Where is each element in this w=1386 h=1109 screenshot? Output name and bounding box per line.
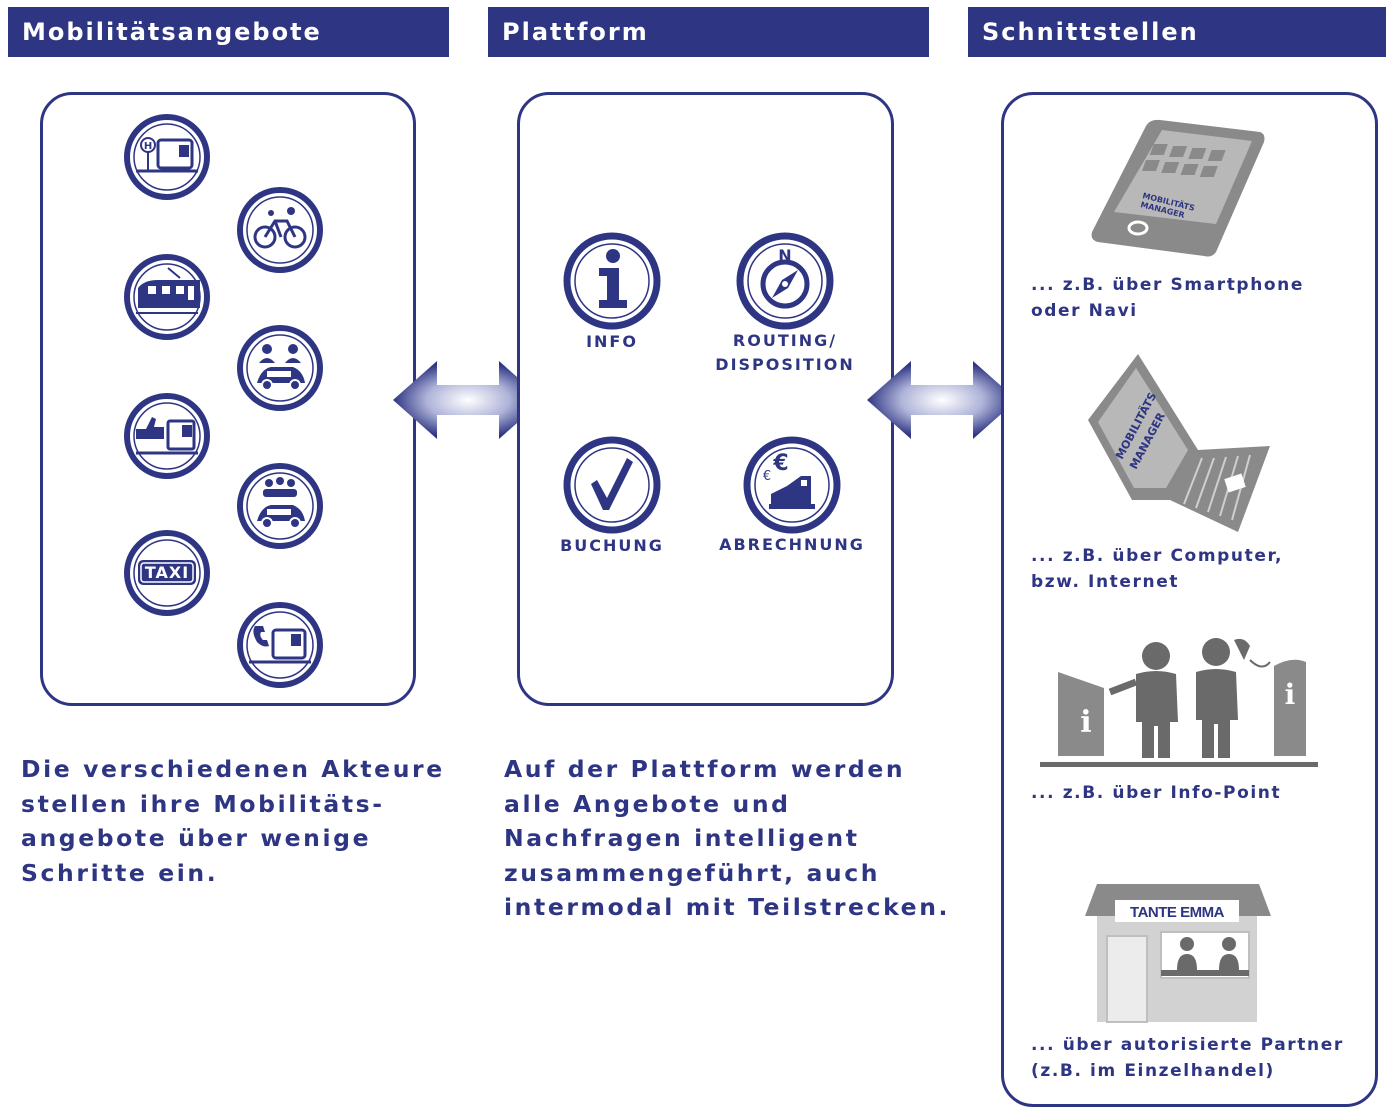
booking-label: BUCHUNG	[560, 536, 664, 555]
shop-icon: TANTE EMMA	[1085, 884, 1271, 1023]
svg-text:€: €	[772, 451, 788, 476]
billing-label: ABRECHNUNG	[719, 535, 865, 554]
header-interfaces: Schnittstellen	[968, 7, 1386, 57]
routing-label-line1: ROUTING/	[732, 331, 838, 350]
mobility-description-line: angebote über wenige	[21, 824, 372, 852]
svg-text:N: N	[778, 246, 791, 265]
infopoint-caption: ... z.B. über Info-Point	[1031, 780, 1366, 806]
platform-description-line: zusammengeführt, auch	[504, 858, 881, 887]
platform-description: Auf der Plattform werden alle Angebote u…	[504, 752, 974, 925]
mobility-panel	[40, 92, 416, 706]
computer-caption-line2: bzw. Internet	[1031, 572, 1180, 592]
routing-label-line2: DISPOSITION	[715, 355, 855, 374]
carpool-icon	[237, 463, 323, 549]
smartphone-caption-line1: ... z.B. über Smartphone	[1031, 275, 1305, 295]
call-bus-icon	[237, 602, 323, 688]
smartphone-icon: MOBILITÄTS MANAGER	[1091, 119, 1265, 257]
mobility-description: Die verschiedenen Akteure stellen ihre M…	[21, 752, 461, 890]
bidirectional-arrow-right	[867, 361, 1017, 439]
platform-panel	[517, 92, 894, 706]
computer-caption-line1: ... z.B. über Computer,	[1031, 546, 1284, 566]
svg-text:H: H	[144, 141, 152, 152]
mobility-description-line: Schritte ein.	[21, 858, 219, 887]
infopoint-caption-line1: ... z.B. über Info-Point	[1031, 783, 1282, 803]
mobility-description-line: Die verschiedenen Akteure	[21, 755, 445, 783]
info-icon	[563, 232, 661, 330]
info-point-icon: i i	[1040, 638, 1318, 767]
bus-stop-icon: H	[124, 114, 210, 200]
platform-description-line: Auf der Plattform werden	[504, 755, 906, 783]
shop-sign-text: TANTE EMMA	[1130, 904, 1225, 921]
platform-description-line: Nachfragen intelligent	[504, 824, 860, 852]
smartphone-caption-line2: oder Navi	[1031, 301, 1138, 321]
bidirectional-arrow-left	[393, 361, 543, 439]
ride-share-icon	[237, 325, 323, 411]
info-label: INFO	[586, 332, 638, 351]
laptop-icon: MOBILITÄTS MANAGER	[1088, 354, 1270, 532]
partner-caption: ... über autorisierte Partner (z.B. im E…	[1031, 1032, 1366, 1084]
train-icon	[124, 254, 210, 340]
bicycle-icon	[237, 187, 323, 273]
thumb-bus-icon	[124, 393, 210, 479]
computer-caption: ... z.B. über Computer, bzw. Internet	[1031, 543, 1366, 595]
header-platform: Plattform	[488, 7, 929, 57]
info-sign-right: i	[1285, 678, 1296, 711]
checkmark-icon	[563, 436, 661, 534]
cash-register-icon: € €	[743, 436, 841, 534]
mobility-description-line: stellen ihre Mobilitäts-	[21, 789, 385, 818]
platform-description-line: alle Angebote und	[504, 789, 791, 818]
smartphone-caption: ... z.B. über Smartphone oder Navi	[1031, 272, 1366, 324]
svg-text:€: €	[763, 469, 771, 484]
compass-icon: N	[736, 232, 834, 330]
partner-caption-line1: ... über autorisierte Partner	[1031, 1035, 1344, 1055]
taxi-label: TAXI	[144, 563, 190, 582]
routing-label: ROUTING/ DISPOSITION	[705, 329, 865, 377]
info-sign-left: i	[1080, 705, 1091, 740]
taxi-icon-wrap: TAXI	[124, 530, 210, 616]
partner-caption-line2: (z.B. im Einzelhandel)	[1031, 1061, 1275, 1081]
taxi-icon	[124, 530, 210, 616]
platform-description-line: intermodal mit Teilstrecken.	[504, 893, 951, 921]
header-mobility: Mobilitätsangebote	[8, 7, 449, 57]
